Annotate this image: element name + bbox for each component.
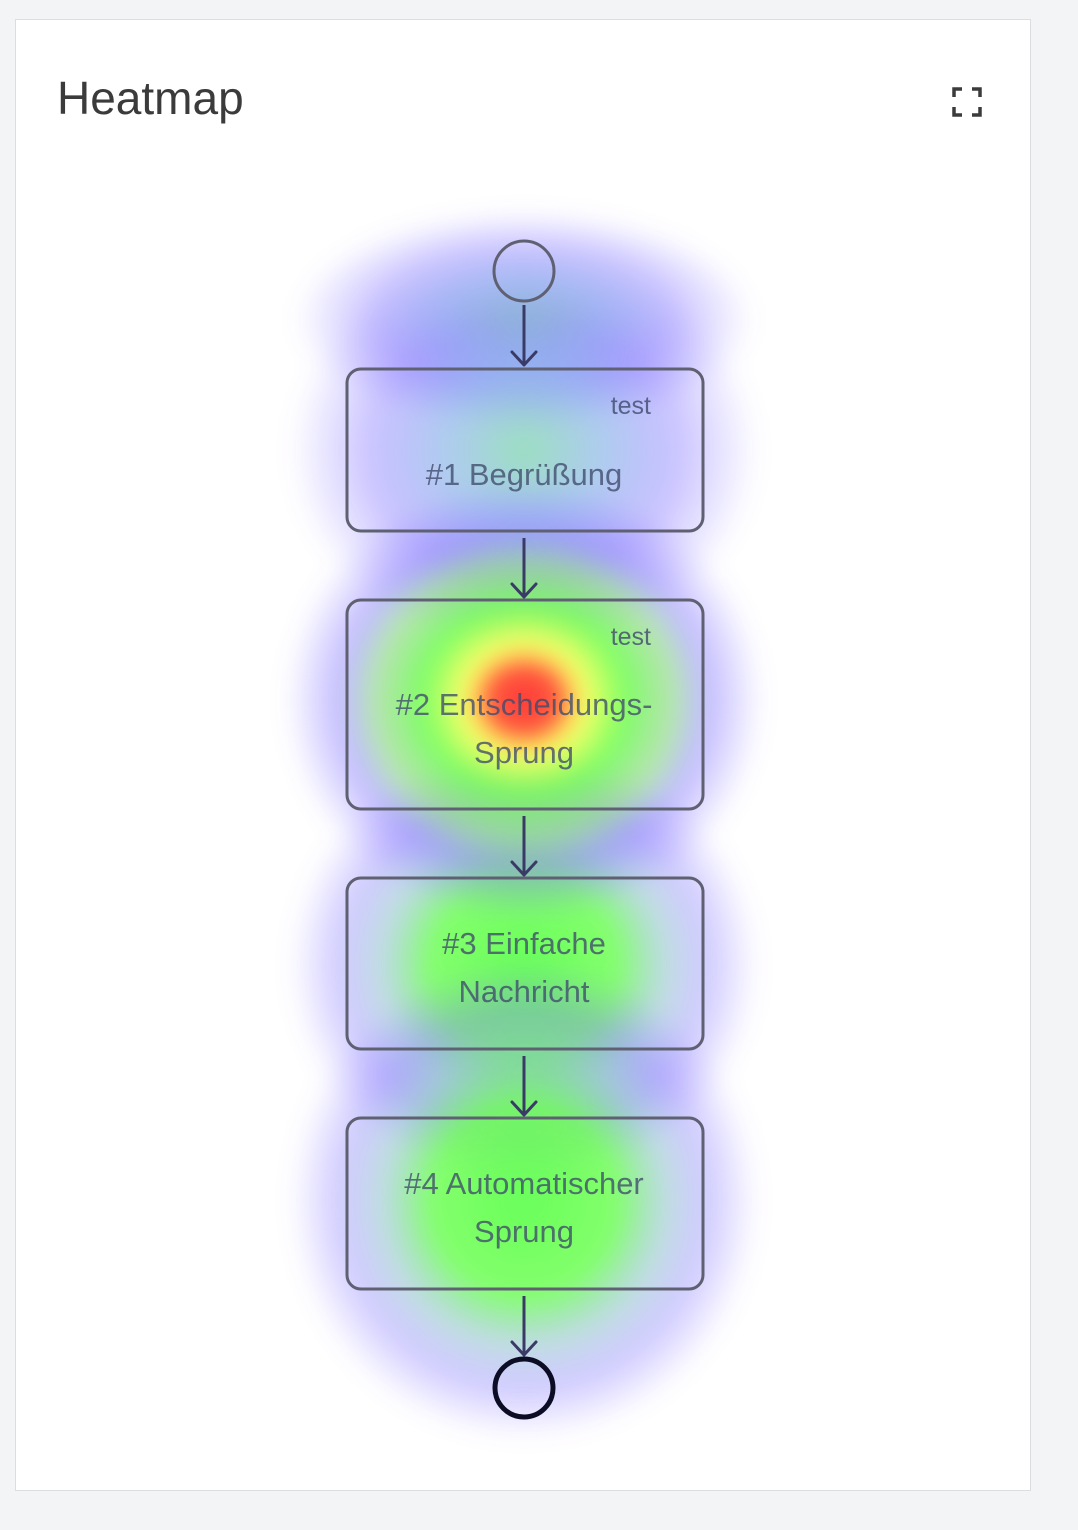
node-label: Sprung [474, 735, 574, 770]
edge-4-end [510, 1296, 538, 1357]
flow-node-1[interactable]: test #1 Begrüßung [345, 367, 705, 533]
start-event-icon[interactable] [492, 239, 556, 303]
edge-start-1 [510, 305, 538, 367]
node-label: #3 Einfache [442, 926, 606, 961]
fullscreen-button[interactable] [942, 77, 992, 127]
heatmap-card: Heatmap [15, 19, 1031, 1491]
node-label: Nachricht [459, 974, 590, 1009]
card-title: Heatmap [57, 72, 244, 124]
edge-1-2 [510, 538, 538, 599]
node-tag: test [611, 392, 651, 420]
node-label: #2 Entscheidungs- [396, 687, 653, 722]
node-label: Sprung [474, 1214, 574, 1249]
end-event-icon[interactable] [492, 1356, 556, 1420]
fullscreen-icon [952, 87, 982, 117]
node-label: #1 Begrüßung [426, 457, 622, 492]
node-tag: test [611, 623, 651, 651]
flow-node-3[interactable]: #3 Einfache Nachricht [345, 876, 705, 1051]
flow-node-4[interactable]: #4 Automatischer Sprung [345, 1116, 705, 1291]
edge-2-3 [510, 816, 538, 877]
edge-3-4 [510, 1056, 538, 1117]
node-label: #4 Automatischer [404, 1166, 644, 1201]
heat-blob-node-4 [289, 960, 759, 1440]
flow-diagram: test #1 Begrüßung test #2 Entscheidungs-… [284, 210, 764, 1440]
flow-node-2[interactable]: test #2 Entscheidungs- Sprung [345, 598, 705, 811]
